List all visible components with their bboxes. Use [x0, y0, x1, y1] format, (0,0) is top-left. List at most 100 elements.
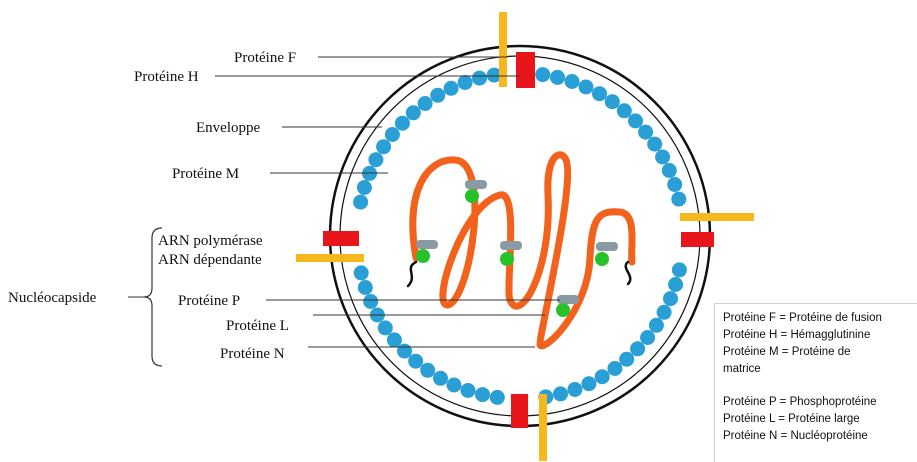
- protein-m-bead: [640, 330, 655, 345]
- polymerase-complex: [465, 180, 487, 203]
- legend-proteine-m-cont: matrice: [715, 361, 917, 378]
- protein-m-bead: [395, 116, 410, 131]
- protein-n-bead: [500, 252, 514, 266]
- protein-m-bead: [630, 341, 645, 356]
- protein-m-bead: [581, 376, 596, 391]
- protein-m-bead: [655, 150, 670, 165]
- protein-f-spike: [296, 254, 364, 262]
- protein-m-bead: [357, 180, 372, 195]
- protein-p-cap: [500, 241, 522, 250]
- protein-m-bead: [663, 291, 678, 306]
- protein-h-block: [323, 231, 359, 246]
- label-proteine-n: Protéine N: [220, 346, 285, 362]
- label-proteine-f: Protéine F: [234, 50, 296, 66]
- surface-protein-top: [499, 12, 535, 88]
- protein-m-bead: [433, 371, 448, 386]
- legend-proteine-l: Protéine L = Protéine large: [715, 411, 917, 428]
- protein-n-bead: [465, 189, 479, 203]
- polymerase-complex: [595, 242, 618, 266]
- protein-m-bead: [368, 152, 383, 167]
- protein-p-cap: [416, 240, 438, 249]
- envelope-inner-circle: [340, 56, 700, 416]
- protein-f-spike: [680, 213, 754, 221]
- rna-end-right: [626, 262, 631, 284]
- label-proteine-m: Protéine M: [172, 166, 239, 182]
- protein-p-cap: [465, 180, 487, 189]
- legend-proteine-n: Protéine N = Nucléoprotéine: [715, 428, 917, 445]
- protein-n-bead: [556, 303, 570, 317]
- protein-m-bead: [607, 361, 622, 376]
- protein-m-bead: [671, 192, 686, 207]
- label-arn-dependante: ARN dépendante: [158, 252, 262, 268]
- protein-m-bead: [447, 378, 462, 393]
- envelope-outer-circle: [330, 46, 710, 426]
- surface-protein-right: [680, 213, 754, 247]
- protein-m-bead: [461, 383, 476, 398]
- protein-m-bead: [668, 277, 683, 292]
- label-nucleocapside: Nucléocapside: [8, 290, 97, 306]
- label-proteine-l: Protéine L: [226, 318, 289, 334]
- protein-h-block: [516, 52, 535, 88]
- protein-m-beads: [353, 67, 687, 405]
- legend-proteine-h: Protéine H = Hémagglutinine: [715, 327, 917, 344]
- protein-m-bead: [595, 369, 610, 384]
- protein-m-bead: [592, 86, 607, 101]
- protein-f-spike: [539, 394, 547, 461]
- protein-m-bead: [657, 305, 672, 320]
- protein-m-bead: [418, 96, 433, 111]
- protein-m-bead: [408, 354, 423, 369]
- protein-m-bead: [565, 74, 580, 89]
- protein-m-bead: [662, 163, 677, 178]
- protein-m-bead: [535, 67, 550, 82]
- protein-m-bead: [567, 382, 582, 397]
- label-enveloppe: Enveloppe: [196, 120, 260, 136]
- protein-m-bead: [649, 318, 664, 333]
- legend-spacer: [715, 378, 917, 394]
- protein-m-bead: [628, 113, 643, 128]
- protein-m-bead: [667, 177, 682, 192]
- polymerase-complex: [416, 240, 438, 263]
- protein-m-bead: [363, 294, 378, 309]
- protein-m-bead: [385, 127, 400, 142]
- protein-h-block: [681, 232, 714, 247]
- protein-m-bead: [638, 125, 653, 140]
- protein-m-bead: [490, 390, 505, 405]
- label-proteine-p: Protéine P: [178, 293, 240, 309]
- protein-n-bead: [416, 249, 430, 263]
- protein-m-bead: [553, 386, 568, 401]
- protein-m-bead: [472, 71, 487, 86]
- legend-proteine-m: Protéine M = Protéine de: [715, 344, 917, 361]
- protein-m-bead: [376, 139, 391, 154]
- protein-h-block: [511, 394, 528, 428]
- protein-m-bead: [617, 103, 632, 118]
- protein-m-bead: [605, 94, 620, 109]
- protein-m-bead: [420, 363, 435, 378]
- protein-p-cap: [557, 295, 579, 304]
- label-proteine-h: Protéine H: [134, 69, 199, 85]
- protein-m-bead: [353, 195, 368, 210]
- protein-m-bead: [619, 352, 634, 367]
- legend-proteine-p: Protéine P = Phosphoprotéine: [715, 394, 917, 411]
- protein-m-bead: [550, 70, 565, 85]
- polymerase-complex: [500, 241, 522, 266]
- legend-proteine-f: Protéine F = Protéine de fusion: [715, 304, 917, 327]
- protein-m-bead: [672, 262, 687, 277]
- rna-end-left: [408, 262, 416, 286]
- label-arn-polymerase: ARN polymérase: [158, 233, 263, 249]
- protein-m-bead: [397, 344, 412, 359]
- legend-box: Protéine F = Protéine de fusion Protéine…: [714, 303, 917, 462]
- protein-m-bead: [354, 265, 369, 280]
- protein-m-bead: [378, 320, 393, 335]
- protein-m-bead: [406, 105, 421, 120]
- protein-m-bead: [387, 332, 402, 347]
- protein-n-bead: [595, 252, 609, 266]
- protein-m-bead: [458, 75, 473, 90]
- protein-m-bead: [430, 88, 445, 103]
- protein-p-cap: [596, 242, 618, 251]
- protein-m-bead: [475, 387, 490, 402]
- protein-m-bead: [444, 81, 459, 96]
- protein-m-bead: [647, 137, 662, 152]
- protein-m-bead: [579, 80, 594, 95]
- surface-protein-bottom: [511, 394, 547, 461]
- protein-m-bead: [358, 280, 373, 295]
